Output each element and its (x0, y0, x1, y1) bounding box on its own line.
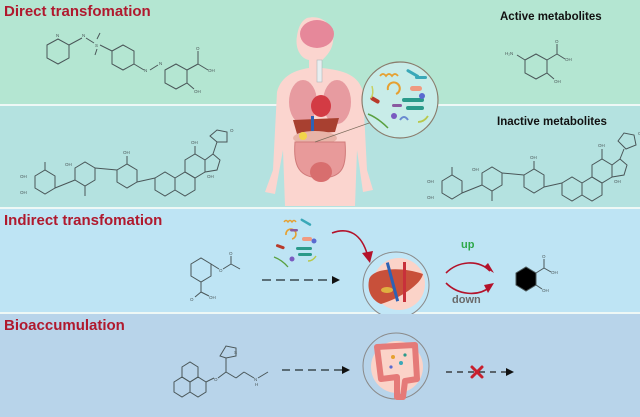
svg-text:O: O (638, 131, 640, 136)
panel-indirect-transformation: Indirect transfomation O O O OH (0, 209, 640, 319)
svg-text:O: O (190, 297, 194, 302)
inactive-metabolites-label: Inactive metabolites (497, 116, 607, 128)
svg-text:N: N (159, 61, 162, 66)
svg-text:O: O (542, 254, 546, 259)
svg-text:OH: OH (207, 174, 214, 179)
svg-text:OH: OH (427, 179, 434, 184)
svg-text:H₂N: H₂N (505, 51, 513, 56)
svg-text:O: O (196, 46, 200, 51)
microbiota-cluster-icon (273, 218, 317, 268)
dashed-arrow-to-intestine (282, 366, 350, 374)
svg-text:OH: OH (565, 57, 572, 62)
duloxetine-structure: O S N H (173, 345, 269, 398)
dashed-arrow-to-liver (262, 276, 340, 284)
up-label: up (461, 239, 475, 251)
svg-text:OH: OH (123, 150, 130, 155)
svg-text:O: O (555, 39, 559, 44)
microbiota-icon (314, 61, 439, 143)
svg-text:OH: OH (209, 295, 216, 300)
panel-bioaccumulation: Bioaccumulation O S N H (0, 314, 640, 417)
svg-text:O: O (230, 128, 234, 133)
active-metabolites-label: Active metabolites (500, 11, 602, 23)
salicylic-acid-structure: O OH OH (515, 254, 558, 293)
sulfasalazine-structure: N N S N N O OH OH (46, 32, 215, 94)
section-title-bioaccumulation: Bioaccumulation (4, 317, 125, 334)
svg-text:OH: OH (65, 162, 72, 167)
svg-text:OH: OH (20, 174, 27, 179)
svg-text:O: O (214, 377, 218, 382)
section-title-direct: Direct transfomation (4, 3, 151, 20)
red-arrow-microbes-to-liver (331, 230, 373, 263)
svg-text:OH: OH (530, 155, 537, 160)
intestine-icon (362, 332, 430, 400)
dihydrodigoxin-structure: OH OH OH OH OH OH O (427, 131, 640, 202)
blocked-arrow (446, 368, 514, 376)
svg-text:OH: OH (472, 167, 479, 172)
aspirin-structure: O O O OH (190, 251, 241, 302)
svg-text:OH: OH (554, 79, 561, 84)
svg-text:OH: OH (194, 89, 201, 94)
up-arrow (445, 262, 494, 274)
human-body-icon (265, 17, 373, 206)
blocked-x-icon (470, 365, 484, 379)
mesalazine-structure: H₂N O OH OH (505, 39, 572, 84)
svg-text:OH: OH (598, 143, 605, 148)
svg-text:O: O (219, 268, 223, 273)
liver-icon (362, 251, 430, 319)
svg-text:OH: OH (427, 195, 434, 200)
svg-text:OH: OH (542, 288, 549, 293)
svg-text:N: N (56, 33, 59, 38)
down-label: down (452, 294, 481, 306)
svg-text:S: S (234, 350, 237, 355)
svg-text:OH: OH (551, 270, 558, 275)
digoxin-structure: OH OH OH OH OH OH O (20, 128, 234, 197)
svg-text:H: H (255, 382, 258, 387)
svg-text:OH: OH (614, 179, 621, 184)
svg-text:OH: OH (20, 190, 27, 195)
svg-text:O: O (229, 251, 233, 256)
svg-text:S: S (95, 43, 98, 48)
section-title-indirect: Indirect transfomation (4, 212, 163, 229)
down-arrow (445, 282, 494, 295)
svg-text:N: N (144, 68, 147, 73)
svg-text:N: N (254, 377, 257, 382)
svg-text:N: N (82, 33, 85, 38)
svg-text:OH: OH (191, 140, 198, 145)
svg-text:OH: OH (208, 68, 215, 73)
